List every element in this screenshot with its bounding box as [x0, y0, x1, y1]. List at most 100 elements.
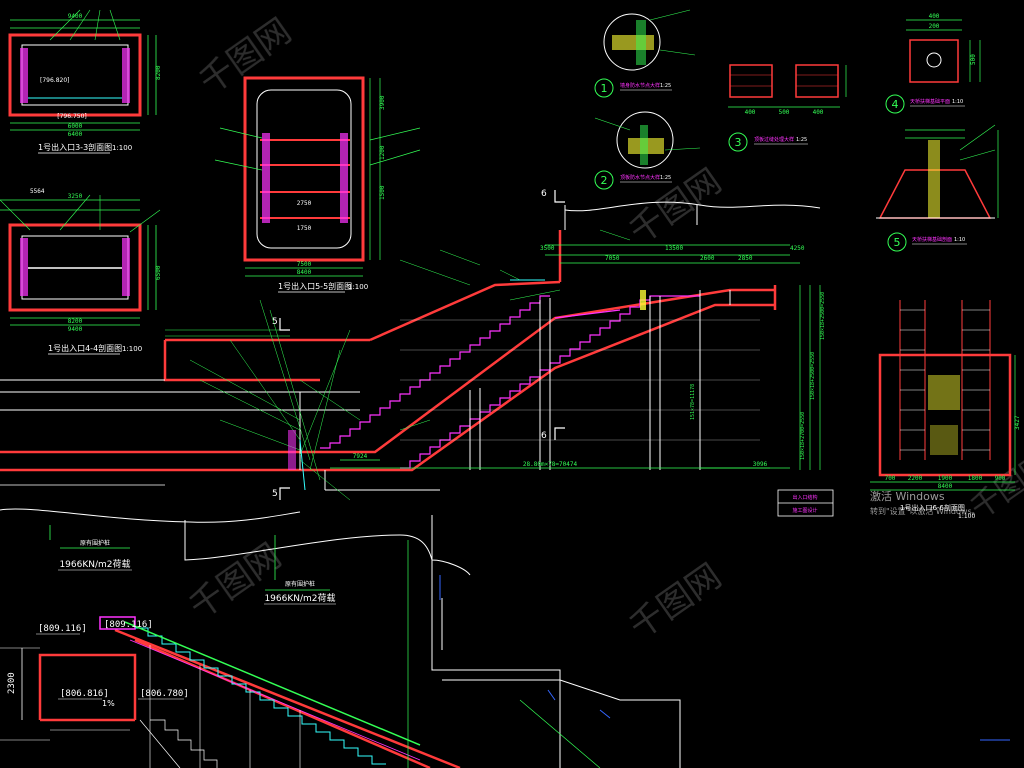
- dim-label: 3096: [753, 461, 768, 468]
- dim-label: 400: [813, 109, 824, 116]
- dim-label: 8200: [155, 65, 162, 80]
- detail-number: 5: [894, 236, 901, 249]
- dim-label: 3427: [1014, 415, 1021, 430]
- dim-label: 4250: [790, 245, 805, 252]
- dim-label: 1200: [379, 145, 386, 160]
- titleblock-row: 施工图设计: [792, 507, 817, 514]
- dim-label: 8400: [938, 483, 953, 490]
- section-title: 1号出入口5-5剖面图: [278, 281, 352, 291]
- dim-label: 8200: [68, 318, 83, 325]
- cut-label: 6: [541, 189, 547, 199]
- dim-label: 150×18+2700=2550: [800, 412, 806, 460]
- section-4-4: 3250 5564 8200 9400 6500 1号出入口4-4剖面图 1:1…: [0, 188, 162, 355]
- titleblock-row: 出入口结构: [792, 494, 817, 501]
- detail-number: 4: [892, 98, 899, 111]
- detail-scale: 1:10: [954, 237, 965, 243]
- dim-label: 7924: [353, 453, 368, 460]
- dim-label: 2600: [700, 255, 715, 262]
- dim-label: 8400: [297, 269, 312, 276]
- details-4-5: 400 200 500 4 天桥扶梯基础平面 1:10 5 天桥扶梯基础剖面 1…: [876, 13, 999, 252]
- detail-scale: 1:25: [796, 137, 807, 143]
- detail-title: 墙身防水节点大样: [620, 82, 660, 89]
- dim-label: 6500: [155, 265, 162, 280]
- dim-label: 28.80m×78=70474: [523, 461, 578, 468]
- callout-note: 原有围护桩: [285, 580, 315, 588]
- detail-number: 1: [601, 82, 608, 95]
- callout-note: 1966KN/m2荷载: [264, 592, 335, 604]
- elevation-label: [809.116]: [104, 620, 153, 630]
- dim-label: 2300: [7, 672, 17, 694]
- dim-label: 900: [995, 475, 1006, 482]
- callout-note: 1966KN/m2荷载: [59, 558, 130, 570]
- longitudinal-section: 原有围护桩 1966KN/m2荷载 原有围护桩 1966KN/m2荷载 6 6 …: [0, 189, 826, 605]
- dim-label: 1500: [379, 185, 386, 200]
- dim-label: 6000: [68, 123, 83, 130]
- dim-label: 151×78=11178: [690, 384, 696, 420]
- detail-title: 天桥扶梯基础平面: [910, 98, 950, 105]
- watermark-text: 千图网: [622, 556, 728, 647]
- section-scale: 1:100: [112, 144, 132, 152]
- detail-3: 400 500 400 3 顶板过缝处理大样 1:25: [728, 64, 847, 152]
- details-1-2: 1 墙身防水节点大样 1:25 2 顶板防水节点大样 1:25: [594, 9, 701, 190]
- dim-label: 7500: [297, 261, 312, 268]
- dim-label: 700: [885, 475, 896, 482]
- elevation-label: [806.816]: [60, 689, 109, 699]
- dim-label: 3900: [379, 95, 386, 110]
- watermark: 千图网: [622, 556, 728, 647]
- activation-subtitle: 转到"设置"以激活 Windows。: [870, 506, 980, 516]
- dim-label: 400: [745, 109, 756, 116]
- detail-number: 3: [735, 136, 742, 149]
- label: [796.750]: [57, 113, 87, 120]
- detail-scale: 1:25: [660, 175, 671, 181]
- watermark: 千图网: [182, 536, 288, 627]
- activation-title: 激活 Windows: [870, 489, 945, 503]
- elevation-label: [806.780]: [140, 689, 189, 699]
- dim-label: 5564: [30, 188, 45, 195]
- cut-label: 5: [272, 317, 278, 327]
- cut-label: 6: [541, 431, 547, 441]
- detail-scale: 1:10: [952, 99, 963, 105]
- dim-label: 3500: [540, 245, 555, 252]
- section-5-5: 7500 8400 2750 1750 3900 1200 1500 1号出入口…: [214, 76, 421, 293]
- detail-title: 天桥扶梯基础剖面: [912, 236, 952, 243]
- section-scale: 1:100: [348, 283, 368, 291]
- dim-label: 3250: [68, 193, 83, 200]
- detail-title: 顶板防水节点大样: [620, 174, 660, 181]
- slope-label: 1%: [102, 699, 115, 708]
- label: [796.820]: [40, 77, 70, 84]
- dim-label: 2750: [297, 200, 312, 207]
- dim-label: 400: [929, 13, 940, 20]
- dim-label: 2200: [908, 475, 923, 482]
- dim-label: 7050: [605, 255, 620, 262]
- section-title: 1号出入口3-3剖面图: [38, 142, 112, 152]
- title-block: 出入口结构 施工图设计 激活 Windows 转到"设置"以激活 Windows…: [777, 489, 980, 520]
- cut-label: 5: [272, 489, 278, 499]
- dim-label: 1800: [968, 475, 983, 482]
- dim-label: 1900: [938, 475, 953, 482]
- dim-label: 500: [970, 54, 977, 65]
- section-title: 1号出入口6-6剖面图: [900, 503, 965, 512]
- dim-label: 13500: [665, 245, 683, 252]
- section-scale: 1:100: [122, 345, 142, 353]
- dim-label: 150×18+2500=2550: [820, 292, 826, 340]
- lower-escalator-section: [809.116] [809.116] [806.816] [806.780] …: [0, 540, 1010, 768]
- detail-title: 顶板过缝处理大样: [754, 136, 794, 143]
- dim-label: 500: [779, 109, 790, 116]
- dim-label: 200: [929, 23, 940, 30]
- section-title: 1号出入口4-4剖面图: [48, 343, 122, 353]
- detail-scale: 1:25: [660, 83, 671, 89]
- section-3-3: [796.750] [796.820] 6000 6400 9400 8200 …: [8, 9, 162, 154]
- watermark-text: 千图网: [182, 536, 288, 627]
- dim-label: 150×18+2500=2550: [810, 352, 816, 400]
- dim-label: 2850: [738, 255, 753, 262]
- section-6-6: 8400 700 2200 1900 1800 900 3427: [870, 300, 1021, 491]
- dim-label: 1750: [297, 225, 312, 232]
- dim-label: 9400: [68, 13, 83, 20]
- dim-label: 6400: [68, 131, 83, 138]
- elevation-label: [809.116]: [38, 624, 87, 634]
- callout-note: 原有围护桩: [80, 539, 110, 547]
- section-scale: 1:100: [958, 513, 975, 520]
- dim-label: 9400: [68, 326, 83, 333]
- detail-number: 2: [601, 174, 608, 187]
